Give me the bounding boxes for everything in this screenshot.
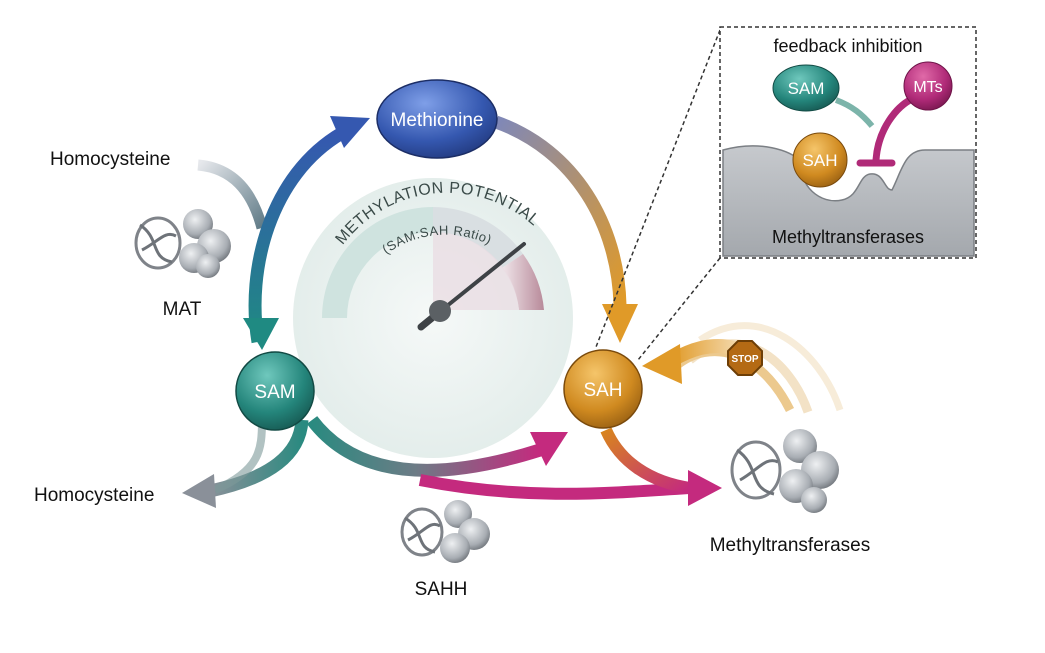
inset-title: feedback inhibition	[773, 36, 922, 56]
inset-sam-label: SAM	[788, 79, 825, 98]
inset-caption: Methyltransferases	[772, 227, 924, 247]
gauge-arc-high	[322, 207, 433, 318]
inset-mts-label: MTs	[913, 79, 942, 96]
gauge-arc-low	[502, 254, 544, 310]
stop-sign-label: STOP	[731, 354, 758, 365]
gauge-pivot	[429, 300, 451, 322]
sah-node: SAH	[563, 349, 643, 429]
sah-label: SAH	[583, 380, 622, 401]
feedback-inhibition-inset: feedback inhibition SAM MTs SAH Methyltr…	[719, 26, 977, 259]
homocysteine-output-label: Homocysteine	[34, 485, 154, 506]
sam-node: SAM	[235, 351, 315, 431]
inset-mts-node: MTs	[903, 61, 953, 111]
inset-sam-node: SAM	[772, 64, 840, 112]
gauge-needle-tail	[417, 314, 436, 331]
stop-sign-icon: STOP	[727, 340, 763, 376]
methionine-label: Methionine	[391, 110, 484, 131]
sahh-enzyme-icon	[400, 500, 490, 563]
mat-label: MAT	[163, 299, 202, 320]
to-methyltransferases-arrow	[418, 427, 722, 506]
mat-enzyme-icon	[134, 209, 231, 278]
gauge-arc-mid	[433, 207, 523, 268]
homocysteine-input-label: Homocysteine	[50, 149, 170, 170]
methyltransferase-enzyme-icon	[730, 429, 839, 513]
methionine-node: Methionine	[376, 79, 498, 159]
methylation-potential-gauge: METHYLATION POTENTIAL (SAM:SAH Ratio)	[293, 178, 573, 458]
feedback-stop-arrow: STOP	[642, 322, 844, 414]
sam-to-methionine-arrow	[243, 116, 370, 350]
gauge-inner-shade	[433, 231, 519, 310]
methyltransferases-label: Methyltransferases	[710, 535, 871, 556]
sam-to-homocysteine-arrow	[182, 419, 309, 508]
methionine-to-sah-arrow	[493, 115, 638, 343]
inset-connector-lines	[595, 29, 721, 361]
inset-sah-label: SAH	[803, 151, 838, 170]
sahh-label: SAHH	[415, 579, 468, 600]
sam-label: SAM	[254, 382, 295, 403]
homocysteine-input-arrow	[197, 159, 268, 230]
inset-sah-node: SAH	[792, 132, 848, 188]
sam-to-sah-arrow	[306, 415, 568, 477]
